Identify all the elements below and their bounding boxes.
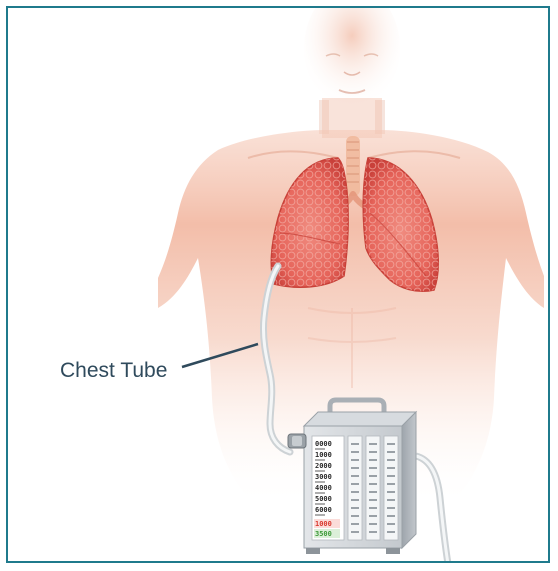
- chest-tube-illustration: 0000 1000 2000 3000 4000 5000 6000 1000 …: [8, 8, 550, 563]
- scale-label-green: 3500: [315, 530, 332, 538]
- scale-label-6: 6000: [315, 506, 332, 514]
- scale-label-red: 1000: [315, 520, 332, 528]
- scale-label-4: 4000: [315, 484, 332, 492]
- drainage-columns: [348, 436, 398, 540]
- chest-tube-label: Chest Tube: [60, 359, 167, 383]
- head: [304, 8, 400, 138]
- scale-label-1: 1000: [315, 451, 332, 459]
- figure-frame: 0000 1000 2000 3000 4000 5000 6000 1000 …: [6, 6, 550, 563]
- scale-label-3: 3000: [315, 473, 332, 481]
- drainage-device: 0000 1000 2000 3000 4000 5000 6000 1000 …: [288, 400, 416, 554]
- scale-label-0: 0000: [315, 440, 332, 448]
- scale-label-2: 2000: [315, 462, 332, 470]
- scale-label-5: 5000: [315, 495, 332, 503]
